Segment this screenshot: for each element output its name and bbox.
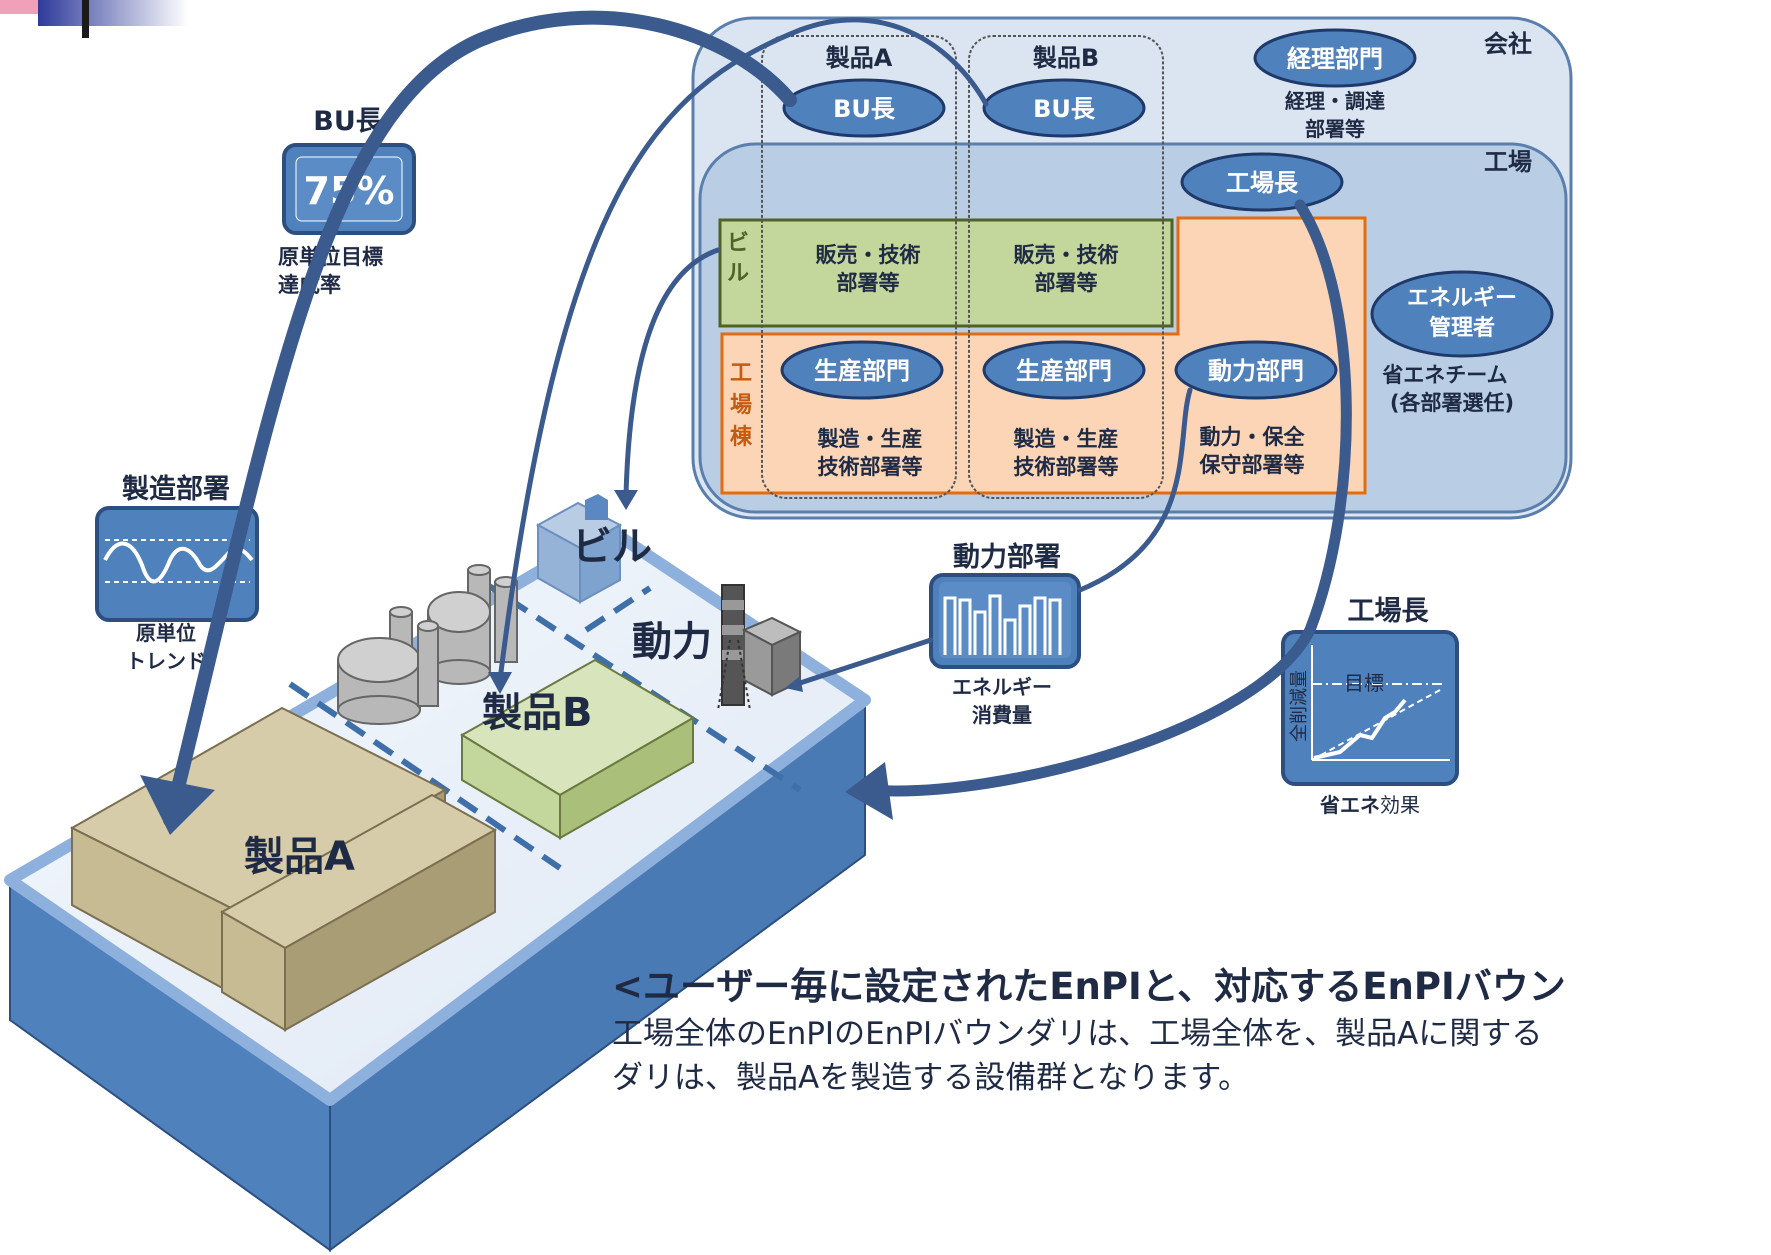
plant-illustration: ビル 動力 製品B 製品A xyxy=(4,494,871,1252)
tanks xyxy=(337,564,518,725)
accounting-sub-1: 経理・調達 xyxy=(1285,89,1385,113)
bu-head-b-label: BU長 xyxy=(1033,95,1096,123)
plant-power-label: 動力 xyxy=(632,619,712,665)
mfg-a-line-1: 製造・生産 xyxy=(817,427,923,451)
arrow-panel-to-power xyxy=(797,637,934,686)
fm-caption-rest: 効果 xyxy=(1380,793,1420,817)
plant-product-a-label: 製品A xyxy=(244,834,355,880)
mfg-a-line-2: 技術部署等 xyxy=(818,455,923,479)
bu-panel-caption-1: 原単位目標 xyxy=(278,245,383,269)
arrow-fm-to-plant xyxy=(864,199,1352,797)
company-label: 会社 xyxy=(1484,30,1532,58)
plant-side-label-2: 場 xyxy=(730,393,752,418)
plant-building-label: ビル xyxy=(572,524,652,570)
product-a-label: 製品A xyxy=(826,44,893,72)
caption-line-2: ダリは、製品Aを製造する設備群となります。 xyxy=(612,1060,1250,1096)
power-panel-caption-1: エネルギー xyxy=(952,675,1052,699)
production-a-ellipse xyxy=(780,340,944,400)
team-line-1: 省エネチーム xyxy=(1381,363,1507,387)
factory-manager-panel: 工場長 全削減量 目標 省エネ効果 xyxy=(1281,596,1459,817)
fm-caption-bold: 省エネ xyxy=(1319,793,1380,817)
accounting-sub-2: 部署等 xyxy=(1305,117,1365,141)
mfg-panel-caption-1: 原単位 xyxy=(136,621,196,645)
power-sub-line-1: 動力・保全 xyxy=(1200,425,1306,449)
fm-actual-curve xyxy=(1313,698,1407,760)
arrow-sales-to-building xyxy=(623,247,721,498)
arrow-bu-to-product-a xyxy=(163,10,797,827)
accounting-ellipse xyxy=(1253,28,1417,88)
bu-head-b-ellipse xyxy=(982,78,1146,138)
power-panel: 動力部署 エネルギー 消費量 xyxy=(929,541,1081,727)
energy-manager-line-1: エネルギー xyxy=(1407,286,1517,311)
factory-manager-ellipse xyxy=(1180,152,1344,212)
production-a-label: 生産部門 xyxy=(814,357,910,385)
plant-side-label-1: 工 xyxy=(730,361,752,386)
factory-label: 工場 xyxy=(1484,148,1532,176)
mfg-panel-caption-2: トレンド xyxy=(126,649,206,673)
production-b-ellipse xyxy=(982,340,1146,400)
power-dept-label: 動力部門 xyxy=(1208,357,1304,385)
energy-manager-ellipse xyxy=(1370,270,1554,358)
team-line-2: (各部署選任) xyxy=(1390,391,1514,415)
accounting-label: 経理部門 xyxy=(1287,45,1383,73)
arrowhead-fm xyxy=(845,762,893,820)
org-chart: 会社 工場 製品A 製品B BU長 BU長 経理部門 経理・調達 部署等 工場長… xyxy=(691,16,1573,520)
fm-caption: 省エネ効果 xyxy=(1319,793,1420,817)
arrowhead-bu xyxy=(140,775,215,835)
mfg-panel-title: 製造部署 xyxy=(122,473,230,505)
caption-line-1: 工場全体のEnPIのEnPIバウンダリは、工場全体を、製品Aに関する xyxy=(612,1016,1543,1052)
plant-product-b-label: 製品B xyxy=(482,690,593,736)
mfg-b-line-2: 技術部署等 xyxy=(1014,455,1119,479)
sales-a-line-1: 販売・技術 xyxy=(816,243,921,267)
bu-head-a-ellipse xyxy=(782,78,946,138)
production-b-label: 生産部門 xyxy=(1016,357,1112,385)
building-strip xyxy=(718,218,1174,328)
fm-target-label: 目標 xyxy=(1344,671,1384,695)
fm-panel-title: 工場長 xyxy=(1348,596,1430,627)
power-panel-caption-2: 消費量 xyxy=(972,703,1032,727)
energy-manager-line-2: 管理者 xyxy=(1429,315,1495,341)
arrow-bu-b-to-product-b xyxy=(497,17,989,683)
mfg-panel: 製造部署 原単位 トレンド xyxy=(95,473,259,673)
sales-b-line-2: 部署等 xyxy=(1035,271,1098,295)
sales-b-line-1: 販売・技術 xyxy=(1014,243,1119,267)
arrows xyxy=(140,10,1352,835)
caption-title: <ユーザー毎に設定されたEnPIと、対応するEnPIバウン xyxy=(612,965,1566,1008)
arrow-power-dept-to-panel xyxy=(1077,387,1193,593)
fm-target-curve xyxy=(1311,689,1441,761)
product-b-label: 製品B xyxy=(1033,44,1099,72)
product-b-column xyxy=(968,35,1164,499)
mfg-b-line-1: 製造・生産 xyxy=(1013,427,1119,451)
power-dept-ellipse xyxy=(1174,340,1338,400)
product-a-column xyxy=(761,35,957,499)
building-side-label-1: ビ xyxy=(727,231,749,256)
factory-manager-label: 工場長 xyxy=(1226,169,1299,197)
sales-a-line-2: 部署等 xyxy=(837,271,900,295)
fm-axis-label: 全削減量 xyxy=(1289,670,1310,742)
power-bars xyxy=(943,594,1062,655)
power-sub-line-2: 保守部署等 xyxy=(1199,453,1305,477)
corner-decoration xyxy=(0,0,188,38)
power-panel-title: 動力部署 xyxy=(953,541,1061,573)
bu-head-a-label: BU長 xyxy=(833,95,896,123)
building-side-label-2: ル xyxy=(727,261,749,286)
plant-side-label-3: 棟 xyxy=(730,424,753,450)
